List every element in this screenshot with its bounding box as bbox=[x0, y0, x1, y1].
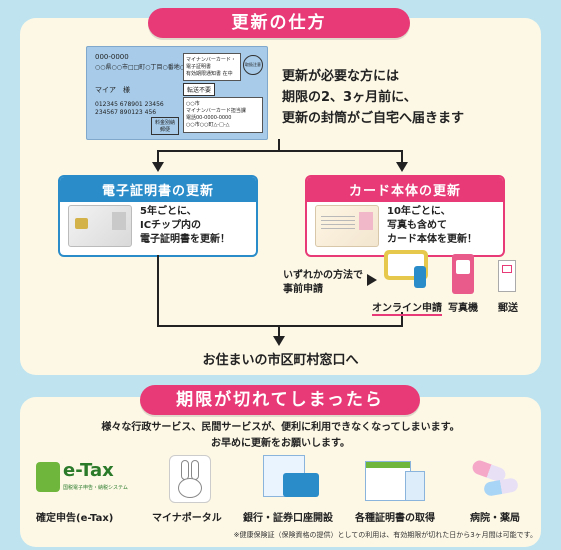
ic-card-image bbox=[68, 205, 132, 247]
branch-line-left bbox=[157, 150, 159, 164]
envelope-description: 更新が必要な方には 期限の2、3ヶ月前に、 更新の封筒がご自宅へ届きます bbox=[282, 66, 464, 129]
card-update-title: カード本体の更新 bbox=[307, 177, 503, 202]
online-application-icon bbox=[384, 250, 432, 290]
expired-description: 様々な行政サービス、民間サービスが、便利に利用できなくなってしまいます。 お早め… bbox=[0, 420, 561, 452]
mail-icon bbox=[498, 260, 516, 292]
arrow-to-online bbox=[367, 274, 377, 286]
etax-label: 確定申告(e-Tax) bbox=[36, 513, 114, 524]
card-text-lines bbox=[321, 216, 355, 232]
mynaportal-label: マイナポータル bbox=[152, 513, 222, 524]
left-line-2: ICチップ内の bbox=[140, 220, 202, 231]
branch-line-horizontal bbox=[157, 150, 403, 152]
hospital-label: 病院・薬局 bbox=[470, 513, 520, 524]
etax-logo-text: e-Tax bbox=[63, 460, 114, 481]
etax-logo: e-Tax 国税電子申告・納税システム bbox=[36, 458, 128, 498]
update-method-title: 更新の仕方 bbox=[148, 8, 410, 38]
mail-stamp bbox=[502, 265, 512, 273]
methods-text: いずれかの方法で 事前申請 bbox=[283, 269, 363, 297]
certificate-update-text: 5年ごとに、 ICチップ内の 電子証明書を更新！ bbox=[140, 205, 230, 247]
capsule-blue bbox=[483, 477, 519, 497]
bank-label: 銀行・証券口座開設 bbox=[243, 513, 333, 524]
card-addr: ○○県○○市□□町○丁目○番地○○号 bbox=[95, 64, 197, 71]
store-building bbox=[365, 461, 411, 501]
card-name: マイア 様 bbox=[95, 86, 130, 94]
card-sender4: ○○市○○町△-□-△ bbox=[186, 122, 230, 128]
my-number-card-image bbox=[315, 205, 379, 247]
expired-line-1: 様々な行政サービス、民間サービスが、便利に利用できなくなってしまいます。 bbox=[101, 422, 460, 433]
card-update-box: カード本体の更新 10年ごとに、 写真も含めて カード本体を更新！ bbox=[305, 175, 505, 257]
photo-booth-icon bbox=[452, 254, 474, 294]
online-application-label: オンライン申請 bbox=[372, 299, 442, 316]
card-header1: マイナンバーカード・ bbox=[186, 57, 236, 63]
certificate-update-title: 電子証明書の更新 bbox=[60, 177, 256, 202]
arrow-to-left-box bbox=[152, 162, 164, 172]
certificate-update-box: 電子証明書の更新 5年ごとに、 ICチップ内の 電子証明書を更新！ bbox=[58, 175, 258, 257]
bank-card bbox=[283, 473, 319, 497]
card-header3: 有効期限通知書 在中 bbox=[186, 71, 233, 77]
left-line-1: 5年ごとに、 bbox=[140, 206, 197, 217]
rabbit-ear-left bbox=[181, 460, 189, 480]
card-header-box: マイナンバーカード・ 電子証明書 有効期限通知書 在中 bbox=[183, 53, 241, 81]
card-no: 000-0000 bbox=[95, 53, 129, 61]
left-line-3: 電子証明書を更新！ bbox=[140, 234, 230, 245]
booth-window bbox=[456, 260, 470, 274]
convenience-store-icon bbox=[365, 453, 425, 501]
kiosk-icon bbox=[405, 471, 425, 501]
expired-line-2: お早めに更新をお願いします。 bbox=[211, 438, 350, 449]
mynaportal-icon bbox=[169, 455, 211, 503]
medicine-icon bbox=[470, 458, 522, 498]
destination-text: お住まいの市区町村窓口へ bbox=[202, 353, 359, 368]
right-line-1: 10年ごとに、 bbox=[387, 206, 451, 217]
card-photo-icon bbox=[112, 212, 126, 230]
down-flow-line bbox=[278, 326, 280, 338]
card-stamp: 転送不要 bbox=[183, 83, 216, 96]
footnote: ※健康保険証（保険資格の提供）としての利用は、有効期限が切れた日から3ヶ月間は可… bbox=[233, 531, 537, 539]
expired-title: 期限が切れてしまったら bbox=[140, 385, 420, 415]
envelope-image: 000-0000 ○○県○○市□□町○丁目○番地○○号 マイア 様 012345… bbox=[86, 46, 268, 140]
branch-line-right bbox=[401, 150, 403, 164]
methods-flow-line bbox=[401, 312, 403, 327]
mail-label: 郵送 bbox=[498, 303, 518, 314]
card-header2: 電子証明書 bbox=[186, 64, 212, 70]
card-num2: 234567 890123 456 bbox=[95, 109, 157, 116]
bank-documents-icon bbox=[263, 455, 319, 501]
left-flow-line bbox=[157, 255, 159, 327]
photo-booth-label: 写真機 bbox=[448, 303, 478, 314]
desc-line-3: 更新の封筒がご自宅へ届きます bbox=[282, 111, 465, 126]
card-sender2: マイナンバーカード担当課 bbox=[186, 108, 246, 114]
arrow-to-destination bbox=[273, 336, 285, 346]
card-side-stamp: 取扱注意 bbox=[243, 55, 263, 75]
methods-line-1: いずれかの方法で bbox=[283, 270, 363, 281]
desc-line-1: 更新が必要な方には bbox=[282, 69, 400, 84]
rabbit-ear-right bbox=[191, 460, 199, 480]
store-awning bbox=[366, 462, 410, 468]
phone-icon bbox=[414, 266, 426, 288]
methods-line-2: 事前申請 bbox=[283, 284, 323, 295]
etax-character-icon bbox=[36, 462, 60, 492]
ic-chip-icon bbox=[75, 218, 88, 229]
desc-line-2: 期限の2、3ヶ月前に、 bbox=[282, 90, 417, 105]
certificates-label: 各種証明書の取得 bbox=[355, 513, 435, 524]
card-face-photo-icon bbox=[359, 212, 373, 230]
bottom-flow-line bbox=[157, 325, 403, 327]
rabbit-face bbox=[178, 478, 202, 498]
card-update-text: 10年ごとに、 写真も含めて カード本体を更新！ bbox=[387, 205, 477, 247]
right-line-2: 写真も含めて bbox=[387, 220, 447, 231]
card-sender-box: ○○市 マイナンバーカード担当課 電話00-0000-0000 ○○市○○町△-… bbox=[183, 97, 263, 133]
right-line-3: カード本体を更新！ bbox=[387, 234, 477, 245]
card-num1: 012345 678901 23456 bbox=[95, 101, 164, 108]
card-corner: 料金別納郵便 bbox=[151, 117, 179, 135]
card-sender3: 電話00-0000-0000 bbox=[186, 115, 232, 121]
branch-line-vertical bbox=[278, 139, 280, 151]
card-sender1: ○○市 bbox=[186, 101, 200, 107]
etax-sub-text: 国税電子申告・納税システム bbox=[63, 485, 128, 491]
arrow-to-right-box bbox=[396, 162, 408, 172]
